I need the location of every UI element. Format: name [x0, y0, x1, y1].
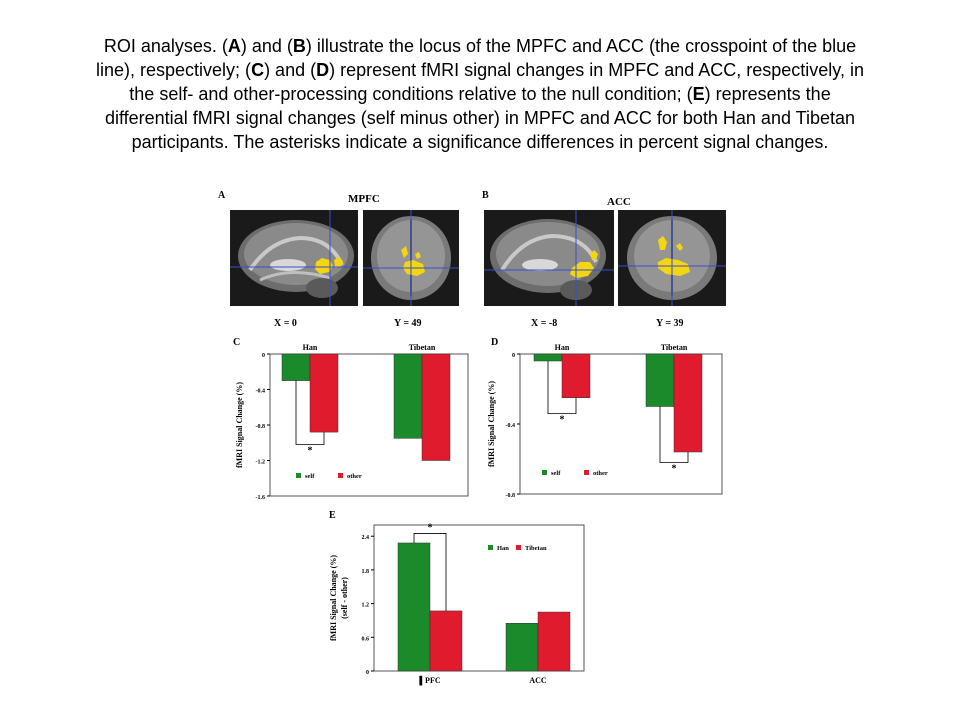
- bar-other-han: [309, 353, 339, 433]
- y-axis-label: fMRI Signal Change (%): [487, 381, 496, 467]
- caption-text: ) represents the: [704, 84, 831, 104]
- x-category-label: Tibetan: [661, 343, 688, 352]
- chart-e-svg: E 0 0.6 1.2 1.8 2.4 fMRI Signal Change (%)(sel…: [329, 510, 585, 686]
- caption-text: participants. The asterisks indicate a s…: [131, 132, 829, 152]
- acc-sagittal-slice: [483, 209, 615, 307]
- panel-letter-b: B: [482, 190, 489, 201]
- caption-text: ) represent fMRI signal changes in MPFC …: [329, 60, 864, 80]
- significance-bracket: [547, 361, 577, 414]
- y-tick-label: -0.4: [256, 389, 266, 395]
- legend-swatch-self: [296, 473, 301, 478]
- y-axis-label-secondary: (self - other): [340, 577, 349, 619]
- caption-panel-ref: E: [692, 84, 705, 104]
- bar-self-tibetan: [393, 353, 423, 439]
- x-category-label: ▌PFC: [419, 675, 440, 686]
- legend-label-han: Han: [497, 545, 509, 552]
- x-category-label: Han: [555, 343, 570, 352]
- caption-text: ROI analyses. (: [103, 36, 228, 56]
- bar-other-tibetan: [673, 353, 703, 453]
- significance-asterisk: *: [560, 415, 565, 426]
- panel-a-title: MPFC: [348, 193, 380, 205]
- bar-self-han: [533, 353, 563, 362]
- panel-letter: C: [233, 337, 240, 348]
- panel-a-coord-x: X = 0: [274, 318, 297, 329]
- legend-label-other: other: [593, 470, 608, 477]
- acc-coronal-slice: [617, 209, 727, 307]
- y-tick-label: 0: [366, 670, 369, 676]
- caption-line: participants. The asterisks indicate a s…: [60, 130, 900, 154]
- mpfc-sagittal-slice: [229, 209, 359, 307]
- y-tick-label: 0: [512, 353, 515, 359]
- y-tick-label: 1.8: [362, 569, 370, 575]
- panel-b-coord-x: X = -8: [531, 318, 558, 329]
- y-tick-label: 0: [262, 353, 265, 359]
- y-tick-label: 1.2: [362, 603, 370, 609]
- caption-panel-ref: C: [251, 60, 265, 80]
- caption-text: line), respectively; (: [96, 60, 252, 80]
- caption-text: ) and (: [264, 60, 317, 80]
- y-tick-label: -0.8: [506, 493, 516, 499]
- y-tick-label: -1.6: [256, 495, 266, 501]
- significance-asterisk: *: [672, 464, 677, 475]
- panel-letter-a: A: [218, 190, 226, 201]
- caption-panel-ref: B: [292, 36, 306, 56]
- y-tick-label: 0.6: [362, 636, 370, 642]
- chart-e: E 0 0.6 1.2 1.8 2.4 fMRI Signal Change (%)(sel…: [314, 505, 596, 691]
- plot-frame: [373, 524, 585, 672]
- caption-line: line), respectively; (C) and (D) represe…: [60, 58, 900, 82]
- bar-other-tibetan: [421, 353, 451, 461]
- legend-swatch-tibetan: [516, 545, 521, 550]
- x-category-label: ACC: [529, 676, 547, 685]
- caption-line: differential fMRI signal changes (self m…: [60, 106, 900, 130]
- caption-text: differential fMRI signal changes (self m…: [104, 108, 856, 128]
- legend-swatch-other: [338, 473, 343, 478]
- caption-panel-ref: A: [227, 36, 241, 56]
- y-tick-label: -0.8: [256, 424, 266, 430]
- legend-label-self: self: [551, 470, 561, 477]
- caption-panel-ref: D: [316, 60, 330, 80]
- bar-han-mpfc: [397, 542, 431, 672]
- y-axis-label: fMRI Signal Change (%): [235, 382, 244, 468]
- chart-c-svg: C 0 -0.4 -0.8 -1.2 -1.6 fMRI Signal Change (%)…: [233, 337, 469, 501]
- significance-bracket: [295, 380, 325, 445]
- panel-b-title: ACC: [607, 196, 631, 208]
- caption-text: ) and (: [240, 36, 293, 56]
- panel-b-coord-y: Y = 39: [656, 318, 684, 329]
- chart-c: C 0 -0.4 -0.8 -1.2 -1.6 fMRI Signal Change (%)…: [228, 332, 474, 501]
- y-tick-label: -0.4: [506, 423, 516, 429]
- panel-letter: D: [491, 337, 498, 348]
- legend-swatch-han: [488, 545, 493, 550]
- bar-han-acc: [505, 623, 539, 672]
- y-tick-label: 2.4: [362, 535, 370, 541]
- legend-swatch-other: [584, 470, 589, 475]
- figure-caption: ROI analyses. (A) and (B) illustrate the…: [60, 34, 900, 154]
- significance-asterisk: *: [308, 446, 313, 457]
- chart-d: D 0 -0.4 -0.8 fMRI Signal Change (%) Han Tibet…: [484, 332, 728, 499]
- significance-bracket: [659, 406, 689, 463]
- x-category-label: Tibetan: [409, 343, 436, 352]
- y-axis-label: fMRI Signal Change (%): [329, 555, 338, 641]
- x-category-label: Han: [303, 343, 318, 352]
- panel-a-coord-y: Y = 49: [394, 318, 422, 329]
- bar-other-han: [561, 353, 591, 398]
- bar-self-han: [281, 353, 311, 381]
- panel-letter: E: [329, 510, 336, 521]
- bar-self-tibetan: [645, 353, 675, 407]
- caption-text: the self- and other-processing condition…: [129, 84, 693, 104]
- significance-bracket: [413, 533, 447, 611]
- chart-d-svg: D 0 -0.4 -0.8 fMRI Signal Change (%) Han Tibet…: [487, 337, 723, 499]
- significance-asterisk: *: [428, 522, 433, 533]
- bar-tibetan-acc: [537, 611, 571, 672]
- caption-text: ) illustrate the locus of the MPFC and A…: [305, 36, 857, 56]
- legend-label-self: self: [305, 473, 315, 480]
- legend-swatch-self: [542, 470, 547, 475]
- y-tick-label: -1.2: [256, 460, 266, 466]
- legend-label-tibetan: Tibetan: [525, 545, 547, 552]
- caption-line: the self- and other-processing condition…: [60, 82, 900, 106]
- bar-tibetan-mpfc: [429, 610, 463, 672]
- caption-line: ROI analyses. (A) and (B) illustrate the…: [60, 34, 900, 58]
- mpfc-coronal-slice: [362, 209, 460, 307]
- legend-label-other: other: [347, 473, 362, 480]
